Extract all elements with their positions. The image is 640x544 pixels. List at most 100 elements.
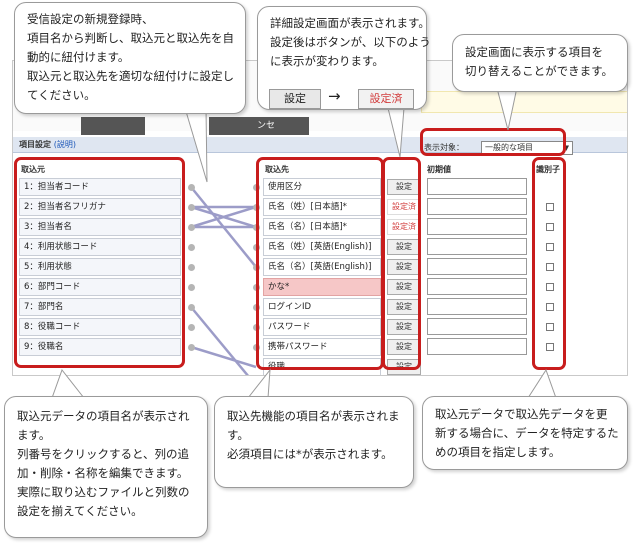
source-item[interactable]: 4：利用状態コード xyxy=(19,238,181,256)
callout-text: す。 xyxy=(227,428,249,442)
callout-text: 動的に紐付けます。 xyxy=(27,50,130,64)
dest-item-required: かな* xyxy=(263,278,381,296)
callout-text: 詳細設定画面が表示されます。 xyxy=(270,16,430,30)
initial-value-input[interactable] xyxy=(427,278,527,295)
display-target-label: 表示対象： xyxy=(424,143,464,152)
callout-text: 列番号をクリックすると、列の追 xyxy=(17,447,190,461)
callout-text: 取込元データの項目名が表示され xyxy=(17,409,190,423)
tab-button-2[interactable]: ンセ xyxy=(209,117,309,135)
callout-text: 実際に取り込むファイルと列数の xyxy=(17,485,190,499)
callout-text: 取込先機能の項目名が表示されま xyxy=(227,409,400,423)
source-item[interactable]: 8：役職コード xyxy=(19,318,181,336)
identifier-checkbox[interactable] xyxy=(546,303,554,311)
callout-top-left: 受信設定の新規登録時、 項目名から判断し、取込元と取込先を自 動的に紐付けます。… xyxy=(14,2,246,114)
pointer-bottom-middle xyxy=(247,368,271,399)
identifier-checkbox[interactable] xyxy=(546,323,554,331)
dest-item: 氏名（姓）[英語(English)] xyxy=(263,238,381,256)
dest-item: 氏名（名）[日本語]* xyxy=(263,218,381,236)
source-connector-dot[interactable] xyxy=(188,324,195,331)
arrow-right-icon: → xyxy=(328,87,341,105)
pointer-top-middle xyxy=(387,107,405,158)
callout-text: 加・削除・名称を編集できます。 xyxy=(17,466,189,480)
initial-value-input[interactable] xyxy=(427,318,527,335)
tab-fragment: ンセ xyxy=(257,121,276,131)
initial-value-input[interactable] xyxy=(427,198,527,215)
source-item[interactable]: 5：利用状態 xyxy=(19,258,181,276)
link-lines xyxy=(190,186,257,375)
initial-value-input[interactable] xyxy=(427,258,527,275)
link-line xyxy=(190,205,257,229)
initial-value-input[interactable] xyxy=(427,238,527,255)
source-item[interactable]: 6：部門コード xyxy=(19,278,181,296)
callout-text: ます。 xyxy=(17,428,51,442)
source-item[interactable]: 9：役職名 xyxy=(19,338,181,356)
help-link[interactable]: (説明) xyxy=(53,140,77,149)
source-connector-dot[interactable] xyxy=(188,284,195,291)
callout-text: てください。 xyxy=(27,88,96,102)
demo-setting-done-button: 設定済 xyxy=(358,89,414,109)
tab-button-1[interactable] xyxy=(81,117,145,135)
source-connector-dot[interactable] xyxy=(188,224,195,231)
identifier-checkbox[interactable] xyxy=(546,283,554,291)
identifier-checkbox[interactable] xyxy=(546,223,554,231)
initial-value-input[interactable] xyxy=(427,178,527,195)
callout-bottom-left: 取込元データの項目名が表示され ます。 列番号をクリックすると、列の追 加・削除… xyxy=(4,396,208,538)
setting-button[interactable]: 設定 xyxy=(387,239,421,255)
dest-item: ログインID xyxy=(263,298,381,316)
initial-value-input[interactable] xyxy=(427,338,527,355)
setting-done-button[interactable]: 設定済 xyxy=(387,199,421,215)
dest-item: 携帯パスワード xyxy=(263,338,381,356)
source-connector-dot[interactable] xyxy=(188,204,195,211)
source-header: 取込元 xyxy=(21,165,45,174)
source-connector-dot[interactable] xyxy=(188,184,195,191)
initial-value-input[interactable] xyxy=(427,298,527,315)
callout-bottom-right: 取込元データで取込先データを更 新する場合に、データを特定するた めの項目を指定… xyxy=(422,396,628,470)
identifier-checkbox[interactable] xyxy=(546,343,554,351)
source-connector-dot[interactable] xyxy=(188,264,195,271)
initial-value-input[interactable] xyxy=(427,218,527,235)
callout-text: 取込元と取込先を適切な紐付けに設定し xyxy=(27,69,234,83)
callout-text: 設定を揃えてください。 xyxy=(17,504,143,518)
identifier-header: 識別子 xyxy=(536,165,560,174)
source-connector-dot[interactable] xyxy=(188,304,195,311)
identifier-checkbox[interactable] xyxy=(546,203,554,211)
link-line xyxy=(190,306,249,375)
callout-text: 切り替えることができます。 xyxy=(465,64,614,78)
dest-item: 氏名（姓）[日本語]* xyxy=(263,198,381,216)
callout-text: 項目名から判断し、取込元と取込先を自 xyxy=(27,31,234,45)
callout-text: 新する場合に、データを特定するた xyxy=(435,426,619,440)
link-line xyxy=(190,345,257,369)
callout-text: 必須項目には*が表示されます。 xyxy=(227,447,393,461)
callout-text: 受信設定の新規登録時、 xyxy=(27,12,154,26)
dest-item: 使用区分 xyxy=(263,178,381,196)
source-item[interactable]: 1：担当者コード xyxy=(19,178,181,196)
source-item[interactable]: 3：担当者名 xyxy=(19,218,181,236)
callout-text: に表示が変わります。 xyxy=(270,54,384,68)
chevron-down-icon: ▼ xyxy=(563,144,569,152)
dest-header: 取込先 xyxy=(265,165,289,174)
source-item[interactable]: 7：部門名 xyxy=(19,298,181,316)
source-highlight-frame xyxy=(14,157,185,368)
callout-top-middle: 詳細設定画面が表示されます。 設定後はボタンが、以下のよう に表示が変わります。… xyxy=(257,6,431,110)
source-connector-dot[interactable] xyxy=(188,344,195,351)
callout-text: 設定画面に表示する項目を xyxy=(465,45,603,59)
callout-text: 取込元データで取込先データを更 xyxy=(435,407,608,421)
initial-value-header: 初期値 xyxy=(427,165,451,174)
pointer-top-right xyxy=(497,91,517,131)
source-item[interactable]: 2：担当者名フリガナ xyxy=(19,198,181,216)
pointer-top-left xyxy=(184,107,208,183)
setting-button[interactable]: 設定 xyxy=(387,279,421,295)
identifier-checkbox[interactable] xyxy=(546,243,554,251)
dest-item: 氏名（名）[英語(English)] xyxy=(263,258,381,276)
source-connector-dot[interactable] xyxy=(188,244,195,251)
dest-item: パスワード xyxy=(263,318,381,336)
pointer-bottom-left xyxy=(51,368,85,399)
identifier-highlight-frame xyxy=(532,157,566,370)
callout-top-right: 設定画面に表示する項目を 切り替えることができます。 xyxy=(452,34,628,92)
identifier-checkbox[interactable] xyxy=(546,263,554,271)
demo-setting-button: 設定 xyxy=(269,89,321,109)
section-header: 項目設定 (説明) xyxy=(13,137,627,153)
setting-done-button[interactable]: 設定済 xyxy=(387,219,421,235)
pointer-bottom-right xyxy=(527,368,557,399)
